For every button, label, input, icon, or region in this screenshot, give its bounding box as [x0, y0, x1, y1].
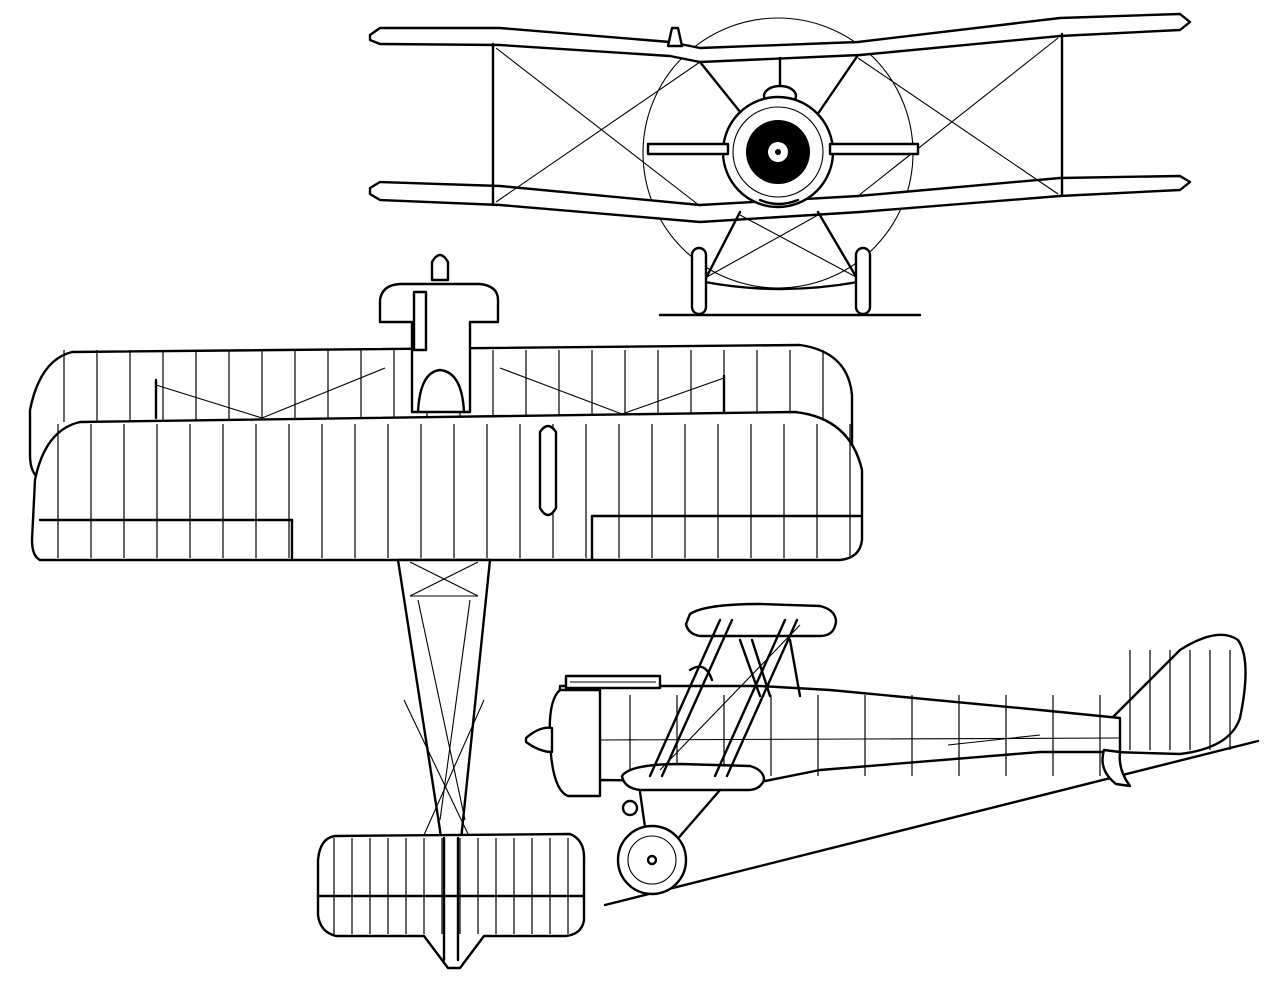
front-fin [666, 26, 684, 48]
side-strut-rear [713, 618, 799, 778]
side-upper-wing [684, 602, 838, 638]
plan-spinner [430, 253, 450, 282]
side-control-rod [947, 734, 1041, 746]
side-longeron [599, 737, 1121, 741]
side-strut-front [648, 618, 734, 778]
front-cabane-left [698, 60, 747, 120]
front-uc-wire-1 [739, 214, 859, 279]
front-wire-1 [495, 47, 701, 207]
side-spinner [524, 726, 554, 754]
front-gun-right [828, 142, 920, 156]
plan-cockpit [416, 368, 466, 414]
front-cabane-right [813, 53, 860, 120]
front-uc-leg-left [703, 210, 742, 282]
side-wheel-hub [646, 854, 658, 866]
plan-frame-wire-2 [409, 561, 479, 597]
side-wire [659, 624, 801, 771]
front-wire-2 [495, 61, 701, 203]
side-rudder-ribs [1129, 650, 1231, 750]
side-view [524, 602, 1260, 907]
plan-tank [538, 424, 558, 517]
side-cowling [548, 688, 602, 798]
front-wire-4 [857, 57, 1059, 195]
plan-lower-wing-ribs [57, 424, 851, 558]
front-lower-wing [368, 174, 1192, 224]
plan-wire-2 [261, 367, 386, 419]
front-upper-wing [368, 12, 1192, 64]
cowling-slot [758, 198, 800, 206]
side-tail-skid [1101, 748, 1132, 788]
front-uc-wire-2 [704, 214, 819, 279]
plan-tailplane-ribs [333, 838, 569, 934]
side-windscreen [688, 665, 714, 682]
side-wheel-rim [627, 835, 677, 885]
plan-fin [442, 836, 460, 962]
side-lower-wing [620, 762, 766, 792]
front-uc-leg-right [816, 210, 860, 282]
plan-longeron-1 [417, 599, 466, 821]
front-view [368, 12, 1192, 317]
plan-wire-3 [499, 367, 623, 415]
front-wire-3 [857, 37, 1059, 197]
side-cabane-front [738, 638, 772, 698]
side-uc-fitting [621, 799, 639, 817]
front-axle [703, 280, 860, 291]
side-fuselage-frames [629, 695, 1101, 776]
plan-gun [412, 290, 428, 352]
front-gun-left [646, 142, 730, 156]
plan-wire-1 [155, 384, 263, 419]
spinner-hub [775, 149, 781, 155]
side-ground-line [603, 739, 1260, 907]
plan-tailplane [316, 832, 586, 970]
plan-lower-wing [30, 410, 864, 562]
plan-wire-4 [621, 377, 725, 415]
front-wheel-left [690, 246, 708, 316]
cowling-inner-ring [732, 106, 824, 198]
plan-view [28, 253, 864, 970]
plan-fuselage-front [378, 282, 500, 414]
plan-longeron-2 [439, 599, 471, 821]
side-cabane-rear [788, 638, 802, 698]
front-wheel-right [854, 246, 872, 316]
side-rudder [1110, 633, 1247, 756]
